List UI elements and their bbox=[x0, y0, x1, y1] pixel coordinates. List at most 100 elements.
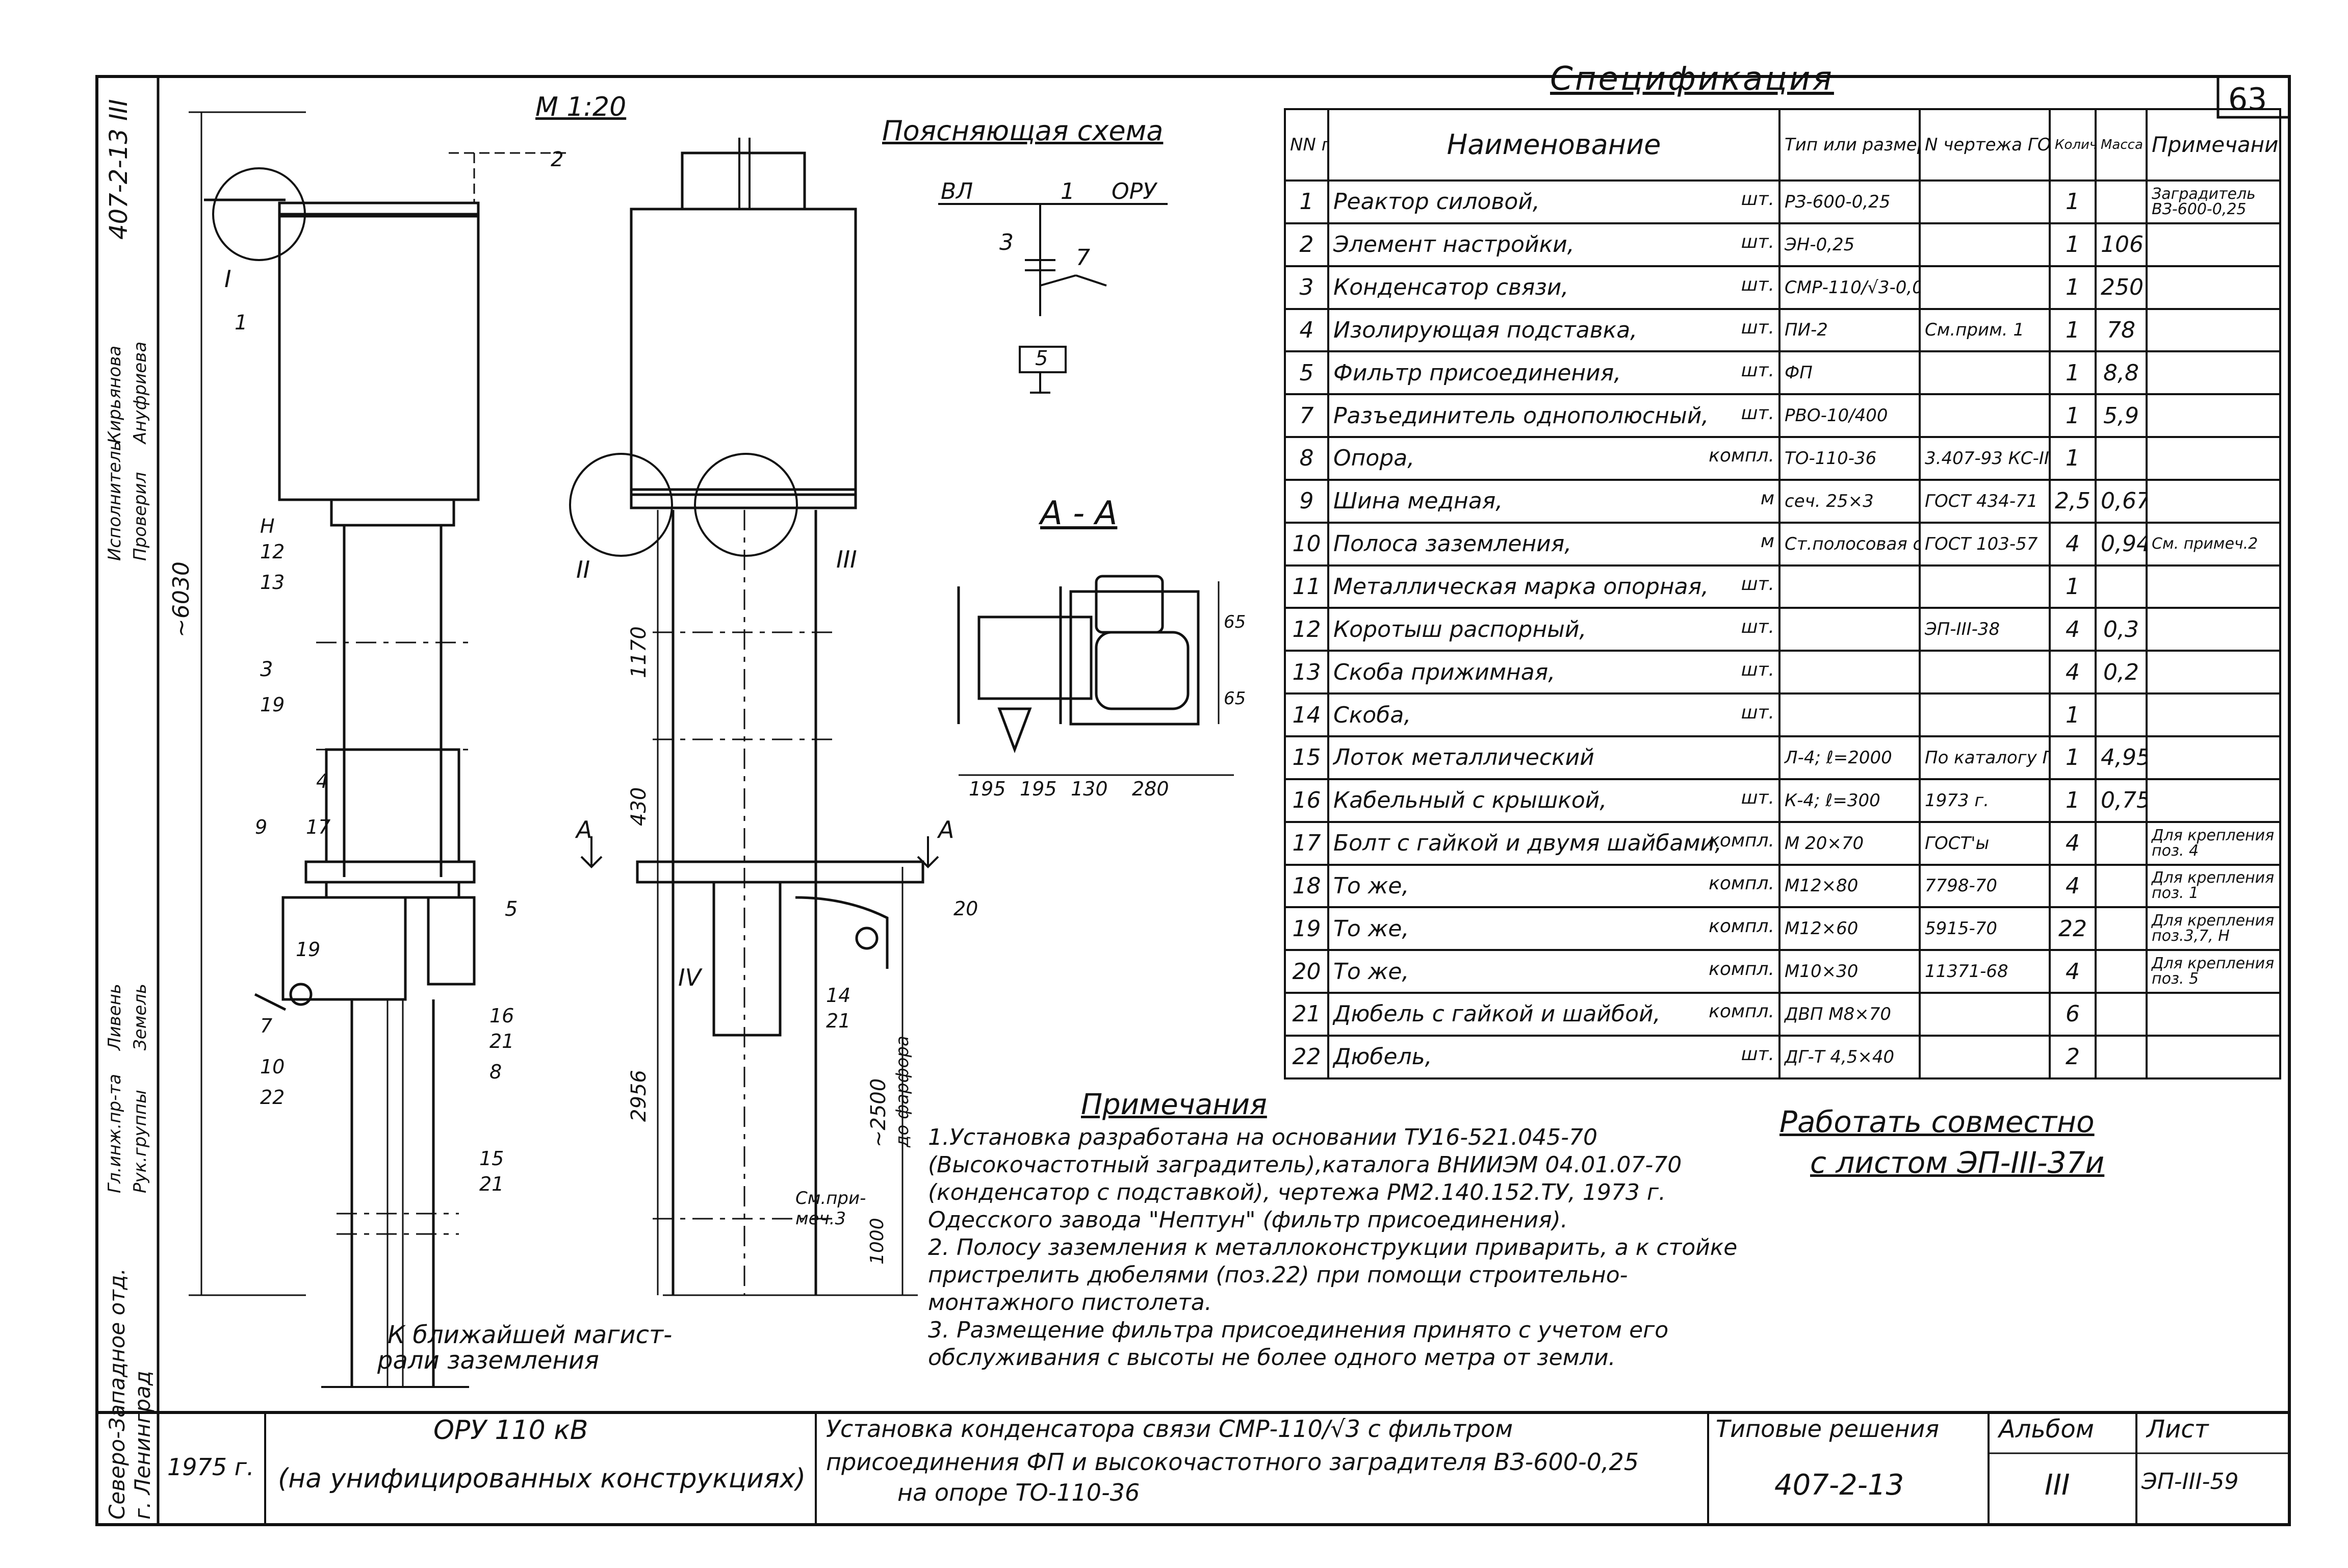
spec-name-text: Лоток металлический bbox=[1333, 744, 1594, 771]
see-note-line2: меч.3 bbox=[795, 1209, 846, 1229]
spec-mass: 250 bbox=[2095, 265, 2148, 310]
spec-pos: 22 bbox=[1284, 1034, 1329, 1080]
scheme-n5: 5 bbox=[1035, 347, 1048, 370]
side-name-2: Земель bbox=[130, 983, 150, 1050]
spec-qty: 1 bbox=[2049, 265, 2097, 310]
spec-drawing: ЭП-III-38 bbox=[1919, 607, 2051, 652]
spec-type: РВО-10/400 bbox=[1778, 393, 1921, 439]
spec-name: шт.Фильтр присоединения, bbox=[1327, 350, 1781, 396]
callout-14: 14 bbox=[826, 984, 851, 1007]
sheet-title-1: Установка конденсатора связи СМР-110/√3 … bbox=[826, 1415, 1513, 1443]
spec-type: М10×30 bbox=[1778, 949, 1921, 994]
spec-qty: 1 bbox=[2049, 393, 2097, 439]
spec-mass: 78 bbox=[2095, 307, 2148, 353]
spec-name-text: То же, bbox=[1333, 915, 1409, 942]
spec-type: М12×60 bbox=[1778, 906, 1921, 952]
spec-mass bbox=[2095, 906, 2148, 952]
spec-header-row: NN поз. Наименование Тип или размер N че… bbox=[1284, 108, 2281, 182]
spec-name-text: То же, bbox=[1333, 872, 1409, 899]
callout-20: 20 bbox=[953, 897, 978, 920]
spec-name-text: Скоба прижимная, bbox=[1333, 659, 1556, 685]
spec-drawing: См.прим. 1 bbox=[1919, 307, 2051, 353]
header-note: Примечание bbox=[2146, 108, 2281, 182]
callout-21c: 21 bbox=[826, 1010, 851, 1032]
album-value: III bbox=[2045, 1469, 2070, 1502]
spec-mass: 5,9 bbox=[2095, 393, 2148, 439]
spec-type: ДГ-Т 4,5×40 bbox=[1778, 1034, 1921, 1080]
spec-qty: 4 bbox=[2049, 820, 2097, 866]
spec-pos: 17 bbox=[1284, 820, 1329, 866]
spec-name: шт.Элемент настройки, bbox=[1327, 222, 1781, 267]
specification-table: NN поз. Наименование Тип или размер N че… bbox=[1284, 108, 2281, 1080]
spec-name-text: Реактор силовой, bbox=[1333, 189, 1540, 215]
sheet-title-2: присоединения ФП и высокочастотного загр… bbox=[826, 1448, 1639, 1476]
callout-3: 3 bbox=[260, 658, 273, 681]
callout-7: 7 bbox=[260, 1015, 273, 1037]
spec-drawing: По каталогу ГЭМ bbox=[1919, 735, 2051, 780]
cut-a-right: А bbox=[938, 816, 954, 843]
spec-type bbox=[1778, 650, 1921, 695]
spec-mass: 106 bbox=[2095, 222, 2148, 267]
spec-name: шт.Изолирующая подставка, bbox=[1327, 307, 1781, 353]
spec-qty: 2,5 bbox=[2049, 478, 2097, 524]
spec-qty: 4 bbox=[2049, 949, 2097, 994]
section-dim-4: 280 bbox=[1132, 778, 1169, 800]
side-org: Северо-Западное отд. bbox=[105, 1268, 130, 1520]
spec-mass: 0,75 bbox=[2095, 778, 2148, 823]
spec-drawing bbox=[1919, 1034, 2051, 1080]
drawing-frame bbox=[95, 75, 2291, 1526]
spec-pos: 12 bbox=[1284, 607, 1329, 652]
scheme-title: Поясняющая схема bbox=[882, 115, 1164, 147]
spec-pos: 3 bbox=[1284, 265, 1329, 310]
spec-type bbox=[1778, 564, 1921, 609]
spec-name-text: То же, bbox=[1333, 958, 1409, 985]
spec-note bbox=[2146, 478, 2281, 524]
spec-qty: 4 bbox=[2049, 650, 2097, 695]
spec-name: шт.Реактор силовой, bbox=[1327, 179, 1781, 224]
spec-note bbox=[2146, 564, 2281, 609]
callout-1: 1 bbox=[235, 311, 248, 335]
spec-qty: 1 bbox=[2049, 307, 2097, 353]
side-city: г. Ленинград bbox=[130, 1371, 155, 1520]
spec-name: шт.Кабельный с крышкой, bbox=[1327, 778, 1781, 823]
scheme-n1: 1 bbox=[1061, 178, 1075, 204]
scheme-n3: 3 bbox=[999, 229, 1014, 255]
spec-drawing: 5915-70 bbox=[1919, 906, 2051, 952]
callout-8: 8 bbox=[489, 1061, 502, 1083]
dim-1170: 1170 bbox=[627, 626, 651, 678]
spec-note bbox=[2146, 350, 2281, 396]
spec-unit: компл. bbox=[1709, 958, 1774, 980]
spec-type: Л-4; ℓ=2000 bbox=[1778, 735, 1921, 780]
header-name: Наименование bbox=[1327, 108, 1781, 182]
spec-pos: 14 bbox=[1284, 692, 1329, 737]
spec-note: Для крепления поз. 5 bbox=[2146, 949, 2281, 994]
spec-unit: компл. bbox=[1709, 1001, 1774, 1022]
spec-unit: шт. bbox=[1741, 702, 1774, 723]
spec-unit: шт. bbox=[1741, 274, 1774, 296]
spec-drawing bbox=[1919, 650, 2051, 695]
spec-mass bbox=[2095, 564, 2148, 609]
spec-mass bbox=[2095, 820, 2148, 866]
side-role-1: Гл.инж.пр-та bbox=[105, 1074, 125, 1193]
spec-name-text: Разъединитель однополюсный, bbox=[1333, 402, 1709, 429]
spec-name-text: Скоба, bbox=[1333, 702, 1411, 728]
spec-name-text: Болт с гайкой и двумя шайбами, bbox=[1333, 830, 1722, 857]
spec-name: компл. То же, bbox=[1327, 949, 1781, 994]
spec-name: компл.Опора, bbox=[1327, 436, 1781, 481]
project-line2: (на унифицированных конструкциях) bbox=[278, 1463, 806, 1494]
spec-pos: 7 bbox=[1284, 393, 1329, 439]
spec-type bbox=[1778, 607, 1921, 652]
spec-type: ЭН-0,25 bbox=[1778, 222, 1921, 267]
spec-name: шт.Дюбель, bbox=[1327, 1034, 1781, 1080]
spec-type bbox=[1778, 692, 1921, 737]
